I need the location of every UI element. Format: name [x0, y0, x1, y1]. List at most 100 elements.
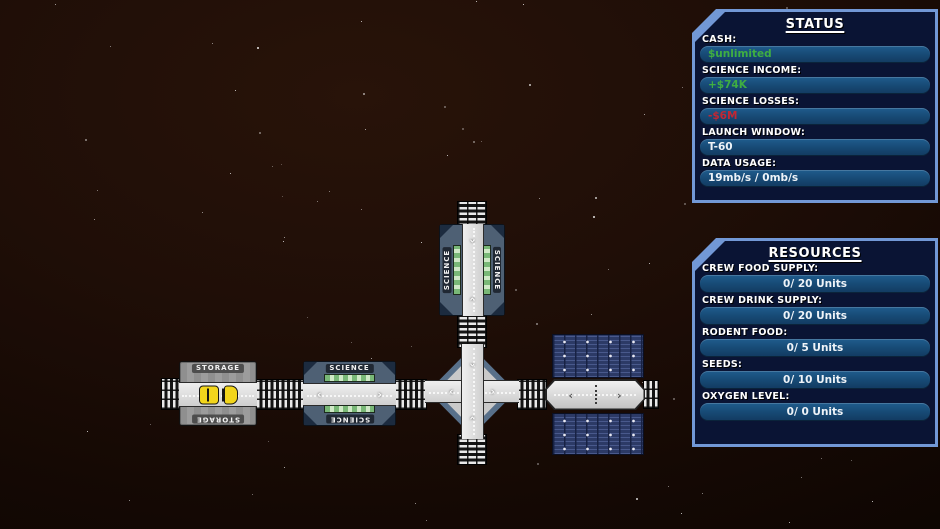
- hull-corner: [382, 362, 395, 375]
- science-corridor: ‹ ›: [462, 224, 484, 316]
- resources-panel-body: RESOURCES CREW FOOD SUPPLY: 0/ 20 Units …: [695, 241, 935, 444]
- resource-row-crew-drink: CREW DRINK SUPPLY: 0/ 20 Units: [695, 295, 935, 325]
- science-corridor: ‹ ›: [303, 383, 396, 406]
- storage-module[interactable]: STORAGE STORAGE: [179, 361, 257, 426]
- star: [481, 141, 482, 142]
- star: [421, 242, 422, 243]
- chevron-right-icon: ›: [616, 388, 622, 402]
- spacecraft-body: [199, 385, 219, 404]
- status-row-launch-window: LAUNCH WINDOW: T-60: [695, 127, 935, 156]
- status-row-science-losses: SCIENCE LOSSES: -$6M: [695, 96, 935, 125]
- junction-corridor-vertical: ‹ ›: [461, 344, 484, 439]
- star: [150, 424, 151, 425]
- rodent-food-value: 0/ 5 Units: [700, 339, 930, 357]
- star: [426, 520, 427, 521]
- star: [649, 263, 650, 264]
- star: [536, 323, 538, 325]
- storage-label-bottom: STORAGE: [191, 414, 245, 423]
- star: [415, 503, 416, 504]
- resources-panel: RESOURCES CREW FOOD SUPPLY: 0/ 20 Units …: [692, 238, 938, 447]
- star: [361, 209, 362, 210]
- hull-corner: [440, 302, 453, 315]
- star: [371, 358, 372, 359]
- star: [539, 198, 540, 199]
- star: [668, 486, 669, 487]
- chevron-up-icon: ‹: [465, 362, 479, 368]
- docking-port-bottom[interactable]: [458, 435, 486, 464]
- chevron-right-icon: ›: [377, 388, 382, 401]
- star: [473, 141, 475, 143]
- star: [87, 431, 88, 432]
- storage-corridor: [179, 382, 257, 407]
- star: [411, 346, 412, 347]
- docking-port-right[interactable]: [644, 381, 658, 408]
- oxygen-value: 0/ 0 Units: [700, 403, 930, 421]
- tube-hatch-marks: [595, 384, 597, 405]
- science-bench: [483, 245, 491, 295]
- star: [681, 513, 682, 514]
- star: [821, 458, 822, 459]
- chevron-down-icon: ›: [465, 415, 479, 421]
- docking-port-top[interactable]: [458, 202, 486, 226]
- chevron-up-icon: ‹: [465, 238, 479, 244]
- science-losses-value: -$6M: [700, 108, 930, 125]
- truss-science-v-junction[interactable]: [458, 314, 486, 347]
- science-label-left: SCIENCE: [443, 246, 452, 294]
- star: [129, 500, 130, 501]
- star: [85, 139, 87, 141]
- star: [55, 4, 56, 5]
- truss-science-junction[interactable]: [396, 380, 426, 409]
- star: [235, 90, 236, 91]
- science-bench: [324, 374, 375, 382]
- science-module-vertical[interactable]: SCIENCE ‹ › SCIENCE: [439, 224, 505, 316]
- star: [462, 128, 464, 130]
- star: [529, 84, 531, 86]
- crew-food-label: CREW FOOD SUPPLY:: [702, 263, 819, 274]
- corridor-guide-line: [472, 347, 475, 436]
- crew-drink-value: 0/ 20 Units: [700, 307, 930, 325]
- science-label-bottom: SCIENCE: [325, 414, 374, 423]
- science-module-horizontal[interactable]: SCIENCE ‹ › SCIENCE: [303, 361, 396, 426]
- storage-label-top: STORAGE: [191, 364, 245, 373]
- star: [673, 398, 675, 400]
- docked-spacecraft-icon[interactable]: [198, 384, 238, 405]
- hull-corner: [440, 225, 453, 238]
- truss-junction-solar[interactable]: [518, 380, 546, 409]
- star: [642, 382, 643, 383]
- resource-row-oxygen: OXYGEN LEVEL: 0/ 0 Units: [695, 391, 935, 421]
- science-bench: [324, 405, 375, 413]
- docking-port-left[interactable]: [162, 379, 179, 409]
- science-bench: [453, 245, 461, 295]
- star: [268, 441, 269, 442]
- hull-corner: [491, 302, 504, 315]
- truss-storage-science[interactable]: [257, 380, 303, 409]
- oxygen-label: OXYGEN LEVEL:: [702, 391, 790, 402]
- chevron-left-icon: ‹: [317, 388, 322, 401]
- hull-corner: [304, 412, 317, 425]
- star: [702, 493, 703, 494]
- science-label-top: SCIENCE: [325, 364, 374, 373]
- star: [361, 21, 362, 22]
- science-losses-label: SCIENCE LOSSES:: [702, 96, 800, 107]
- hull-corner: [304, 362, 317, 375]
- star: [363, 93, 365, 95]
- solar-panel-top[interactable]: [552, 334, 644, 378]
- star: [212, 43, 213, 44]
- junction-module[interactable]: ‹ › ‹ ›: [425, 344, 519, 439]
- resource-row-crew-food: CREW FOOD SUPPLY: 0/ 20 Units: [695, 263, 935, 293]
- star: [476, 1, 477, 2]
- resources-panel-title: RESOURCES: [768, 246, 862, 261]
- data-usage-label: DATA USAGE:: [702, 158, 777, 169]
- status-panel-body: STATUS CASH: $unlimited SCIENCE INCOME: …: [695, 12, 935, 200]
- science-income-value: +$74K: [700, 77, 930, 94]
- star: [351, 342, 352, 343]
- cash-label: CASH:: [702, 34, 737, 45]
- chevron-right-icon: ›: [490, 385, 495, 398]
- star: [789, 522, 790, 523]
- solar-module-tube[interactable]: ‹ ›: [545, 379, 645, 410]
- star: [872, 501, 873, 502]
- star: [636, 498, 638, 500]
- spacecraft-pod: [224, 385, 238, 404]
- solar-panel-bottom[interactable]: [552, 413, 644, 455]
